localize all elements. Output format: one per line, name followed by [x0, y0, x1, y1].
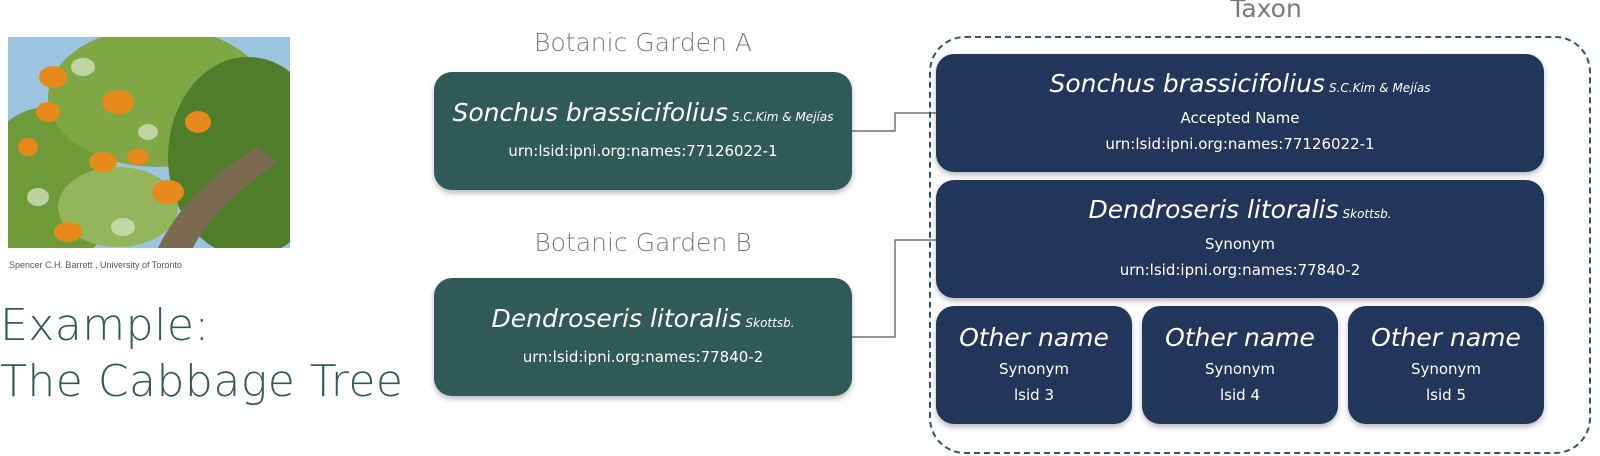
other-name-lsid: lsid 4 — [1220, 382, 1260, 408]
other-name-status: Synonym — [999, 356, 1069, 382]
other-name-lsid: lsid 5 — [1426, 382, 1466, 408]
synonym-author: Skottsb. — [1343, 207, 1392, 221]
other-name-status: Synonym — [1205, 356, 1275, 382]
accepted-lsid: urn:lsid:ipni.org:names:77126022-1 — [1105, 131, 1374, 157]
other-name-card: Other name Synonym lsid 3 — [936, 306, 1132, 424]
other-name-lsid: lsid 3 — [1014, 382, 1054, 408]
other-name-status: Synonym — [1411, 356, 1481, 382]
other-name-title: Other name — [1371, 322, 1521, 354]
other-name-title: Other name — [1165, 322, 1315, 354]
taxon-label: Taxon — [1166, 0, 1366, 23]
accepted-author: S.C.Kim & Mejías — [1329, 81, 1431, 95]
accepted-status: Accepted Name — [1181, 105, 1300, 131]
connector-garden-a-to-accepted — [852, 113, 936, 131]
synonym-status: Synonym — [1205, 231, 1275, 257]
other-name-card: Other name Synonym lsid 4 — [1142, 306, 1338, 424]
synonym-lsid: urn:lsid:ipni.org:names:77840-2 — [1120, 257, 1361, 283]
connector-garden-b-to-synonym — [852, 240, 936, 337]
other-name-card: Other name Synonym lsid 5 — [1348, 306, 1544, 424]
other-name-title: Other name — [959, 322, 1109, 354]
